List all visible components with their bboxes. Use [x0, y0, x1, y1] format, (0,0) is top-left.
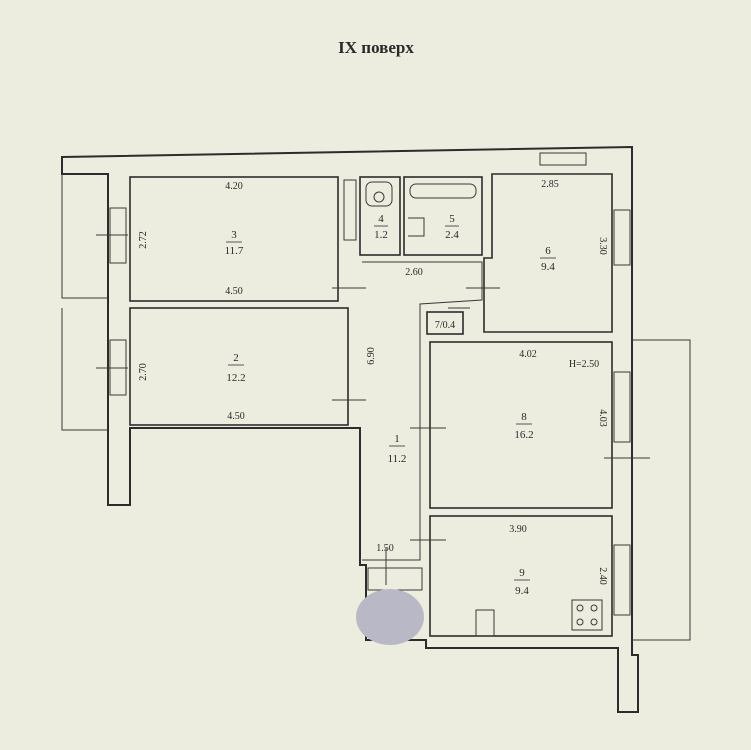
dim-room8-side: 4.03 — [597, 409, 608, 427]
dim-bath-width: 2.60 — [405, 267, 423, 278]
room-9-outline — [429, 515, 613, 637]
dim-room8-top: 4.02 — [519, 349, 537, 360]
room-8-area: 16.2 — [514, 429, 533, 441]
floor-title: IX поверх — [338, 38, 414, 57]
room-3-outline — [129, 176, 339, 302]
room-6-number: 6 — [545, 245, 551, 257]
room-2-number: 2 — [233, 352, 239, 364]
room-3-number: 3 — [231, 229, 237, 241]
room-7-label: 7/0.4 — [435, 320, 455, 331]
room-2-area: 12.2 — [226, 372, 245, 384]
dim-room9-side: 2.40 — [597, 567, 608, 585]
room-9-number: 9 — [519, 567, 525, 579]
dim-room6-side: 3.30 — [597, 237, 608, 255]
dimension-labels: 4.20 2.72 4.50 2.70 4.50 6.90 2.60 2.85 … — [138, 179, 608, 585]
balcony-left-bottom — [61, 308, 108, 431]
dim-entry-width: 1.50 — [376, 543, 394, 554]
door-markers — [96, 234, 650, 585]
room-6-area: 9.4 — [541, 261, 555, 273]
room-1-number: 1 — [394, 433, 400, 445]
room-8-outline — [429, 341, 613, 509]
room-1-outline — [362, 261, 483, 561]
dim-room3-top: 4.20 — [225, 181, 243, 192]
outer-wall — [61, 145, 639, 713]
entry-door — [367, 567, 423, 591]
room-5-number: 5 — [449, 213, 455, 225]
room-4-number: 4 — [378, 213, 384, 225]
room-5-area: 2.4 — [445, 229, 459, 241]
room-7-outline — [426, 311, 464, 335]
dim-room9-top: 3.90 — [509, 524, 527, 535]
room-labels: 3 11.7 2 12.2 4 1.2 5 2.4 6 9.4 7/0.4 8 … — [225, 213, 556, 597]
balcony-left-top — [61, 174, 108, 299]
room-4-outline — [359, 176, 401, 256]
room-9-area: 9.4 — [515, 585, 529, 597]
room-1-area: 11.2 — [388, 453, 407, 465]
redaction-blur — [356, 589, 424, 645]
room-4-area: 1.2 — [374, 229, 388, 241]
room-5-outline — [403, 176, 483, 256]
dim-room3-side: 2.72 — [138, 231, 149, 249]
room-2-outline — [129, 307, 349, 426]
dim-room6-top: 2.85 — [541, 179, 559, 190]
room-3-area: 11.7 — [225, 245, 244, 257]
height-note: H=2.50 — [569, 359, 599, 370]
dim-corridor-length: 6.90 — [366, 347, 377, 365]
plumbing-fixtures — [365, 181, 603, 637]
room-6-outline — [483, 173, 613, 333]
room-8-number: 8 — [521, 411, 527, 423]
balcony-right — [632, 339, 691, 641]
dim-room2-side: 2.70 — [138, 363, 149, 381]
dim-room3-bottom: 4.50 — [225, 286, 243, 297]
dim-room2-bottom: 4.50 — [227, 411, 245, 422]
